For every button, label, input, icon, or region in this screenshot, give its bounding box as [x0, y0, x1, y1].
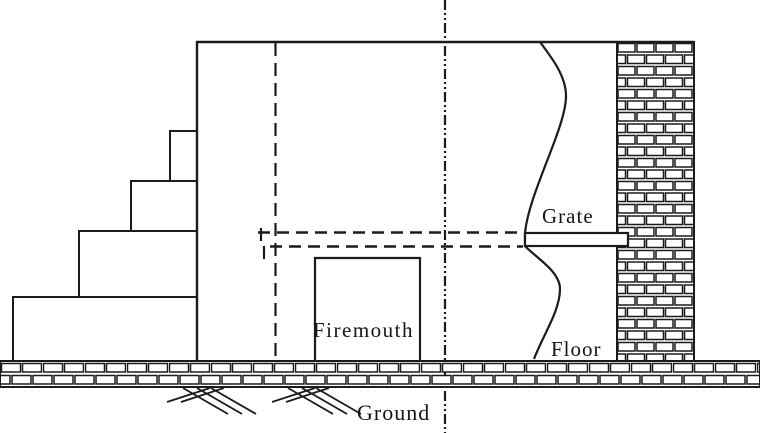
ground-slab [0, 360, 760, 388]
soil-hatch-cluster-left [166, 387, 257, 415]
label-firemouth: Firemouth [313, 318, 414, 342]
soil-hatch-cluster-right [271, 387, 362, 415]
firemouth-opening [313, 256, 422, 361]
step-wall-silhouette [12, 130, 197, 361]
flue-profile-curve [523, 41, 568, 360]
label-grate: Grate [542, 204, 594, 228]
label-ground: Ground [357, 400, 431, 425]
furnace-chamber-outline [195, 40, 694, 361]
step-wall-course-lines [13, 180, 197, 298]
label-floor: Floor [551, 337, 602, 361]
grate-bar [523, 231, 630, 248]
brick-wall [616, 41, 695, 362]
